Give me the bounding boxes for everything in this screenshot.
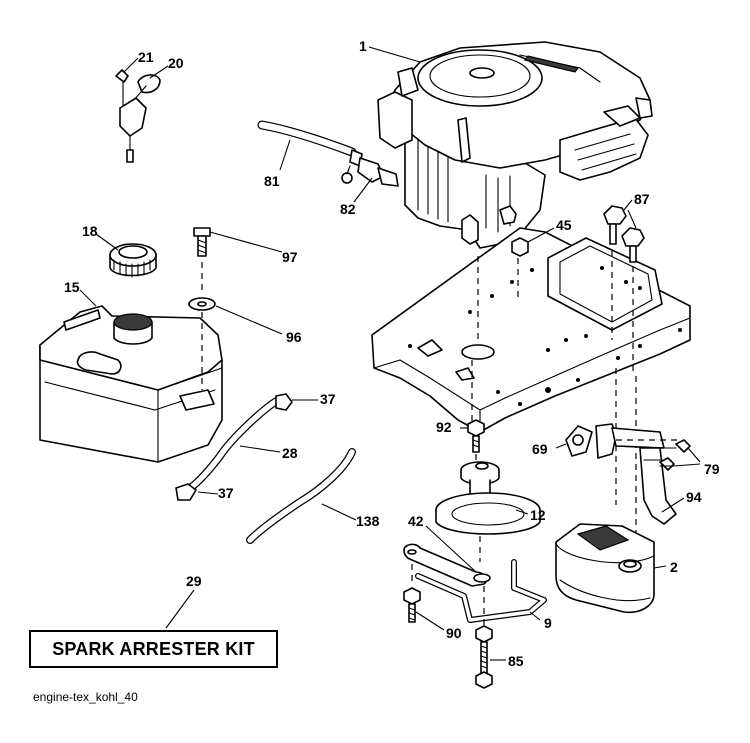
- callout-labels: 1 21 20 81 82 87 45 18 97 15 96 37 28 37…: [64, 38, 720, 669]
- callout-18: 18: [82, 223, 98, 239]
- bolt-90: [403, 564, 421, 623]
- diagram-footer-code: engine-tex_kohl_40: [33, 690, 138, 704]
- callout-97: 97: [282, 249, 298, 265]
- callout-90: 90: [446, 625, 462, 641]
- callout-82: 82: [340, 201, 356, 217]
- throttle-control: [115, 69, 161, 163]
- callout-42: 42: [408, 513, 424, 529]
- nut-and-knobs: [471, 205, 645, 545]
- callout-92: 92: [436, 419, 452, 435]
- spark-arrester-kit-box: SPARK ARRESTER KIT: [29, 630, 278, 668]
- mounting-screw-and-washer: [188, 227, 216, 390]
- callout-69: 69: [532, 441, 548, 457]
- bracket-42: [403, 543, 491, 587]
- fuel-tank: [39, 305, 223, 463]
- callout-9: 9: [544, 615, 552, 631]
- callout-20: 20: [168, 55, 184, 71]
- callout-1: 1: [359, 38, 367, 54]
- callout-37-lower: 37: [218, 485, 234, 501]
- callout-87: 87: [634, 191, 650, 207]
- callout-138: 138: [356, 513, 380, 529]
- hose-138: [246, 448, 356, 544]
- fuel-fitting: [341, 149, 399, 187]
- engine-mount-frame: [371, 227, 691, 433]
- exhaust-parts: [565, 423, 691, 525]
- engine-pulley: [435, 461, 541, 562]
- callout-21: 21: [138, 49, 154, 65]
- callout-12: 12: [530, 507, 546, 523]
- fuel-hose-lower: [175, 393, 293, 501]
- callout-81: 81: [264, 173, 280, 189]
- callout-2: 2: [670, 559, 678, 575]
- engine: [377, 41, 653, 249]
- spark-arrester-kit-label: SPARK ARRESTER KIT: [52, 638, 255, 659]
- callout-29: 29: [186, 573, 202, 589]
- leader-lines: [79, 46, 701, 661]
- callout-96: 96: [286, 329, 302, 345]
- callout-15: 15: [64, 279, 80, 295]
- bolt-85: [475, 586, 493, 689]
- callout-85: 85: [508, 653, 524, 669]
- fuel-hose-upper: [257, 120, 357, 157]
- callout-28: 28: [282, 445, 298, 461]
- callout-79: 79: [704, 461, 720, 477]
- callout-94: 94: [686, 489, 702, 505]
- fuel-cap: [109, 243, 157, 278]
- muffler: [555, 523, 655, 614]
- callout-37-upper: 37: [320, 391, 336, 407]
- bolt-92: [467, 419, 485, 462]
- callout-45: 45: [556, 217, 572, 233]
